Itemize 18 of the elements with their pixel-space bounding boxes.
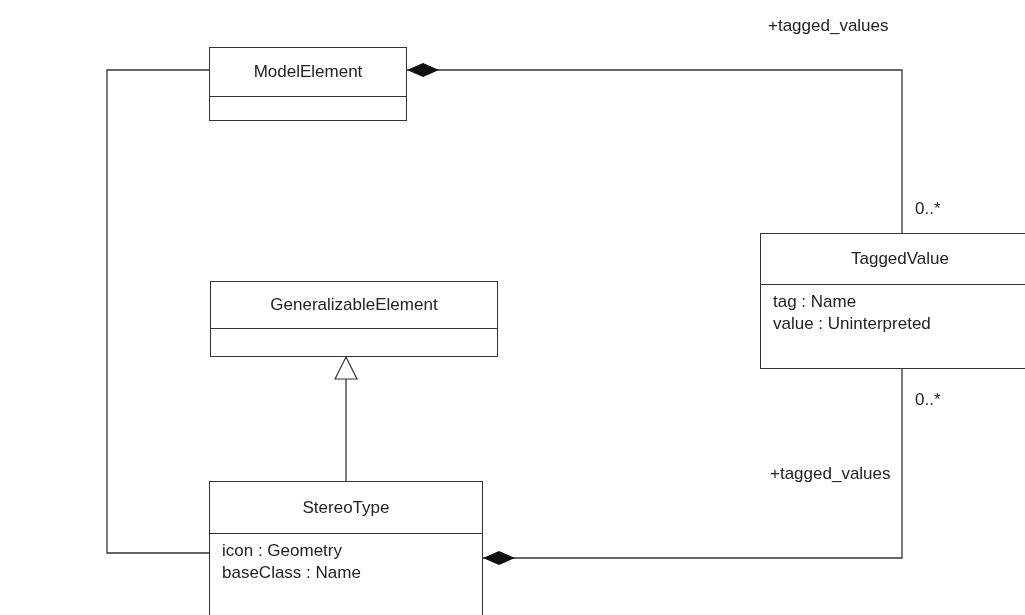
composition-line [406,63,903,234]
attribute-text: value : Uninterpreted [773,313,931,335]
role-label: +tagged_values [770,464,891,484]
attribute-text: icon : Geometry [222,540,342,562]
class-name: GeneralizableElement [270,295,438,315]
class-box [209,47,407,121]
composition-line [482,368,903,565]
class-name: TaggedValue [851,249,949,269]
class-box [760,233,1025,369]
attribute-text: baseClass : Name [222,562,361,584]
generalization-arrow [334,356,358,482]
attribute-text: tag : Name [773,291,857,313]
class-name: StereoType [302,497,390,518]
class-box [209,481,483,615]
role-label: +tagged_values [768,16,889,36]
class-name: ModelElement [253,62,363,82]
class-box [210,281,498,357]
association-line [106,69,210,554]
